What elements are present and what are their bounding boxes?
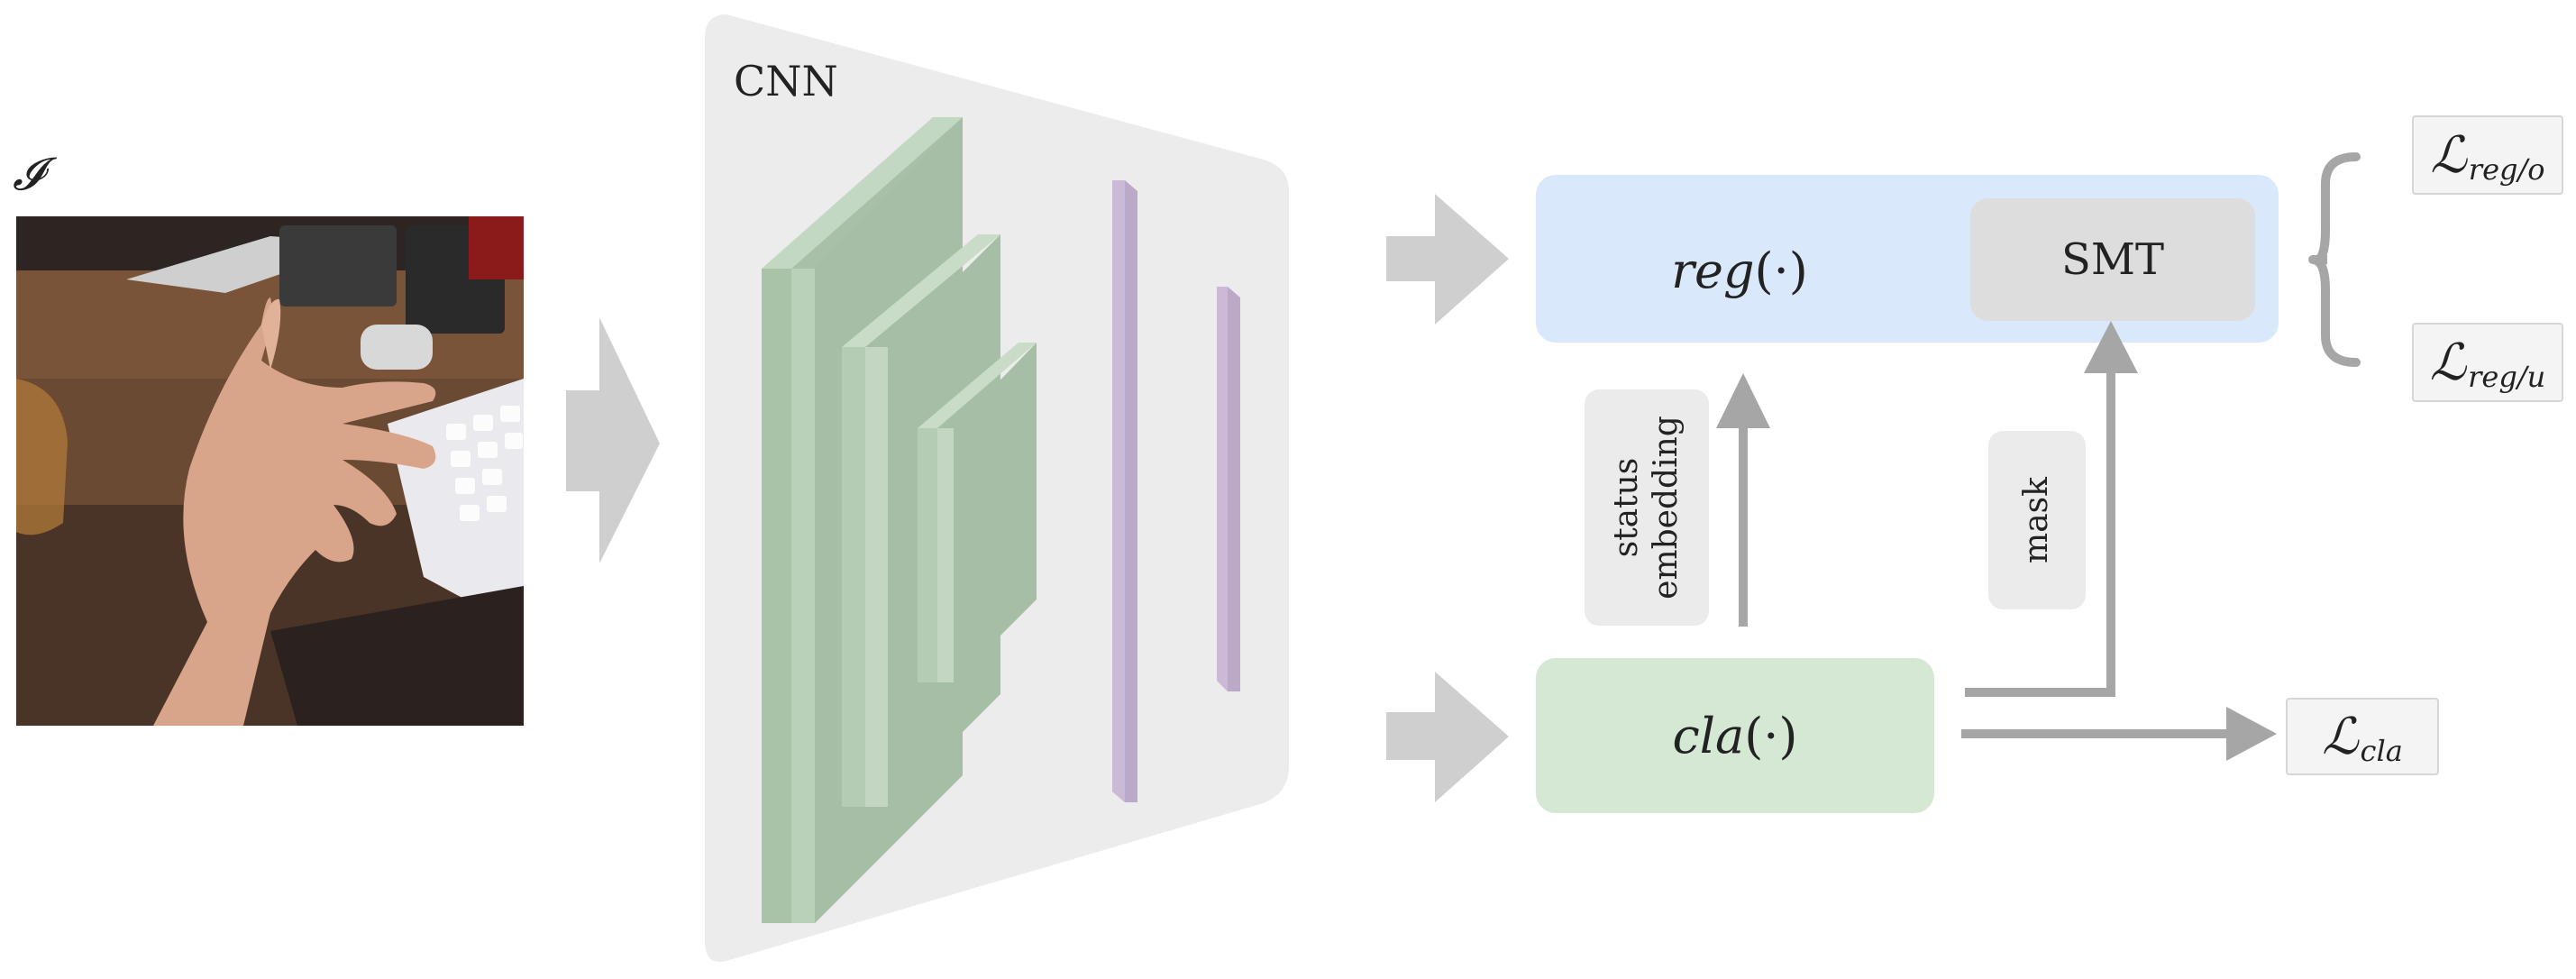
status-embedding-label: status embedding [1585, 389, 1709, 626]
input-image [16, 216, 524, 726]
cnn-label: CNN [734, 54, 851, 108]
reg-func-name: reg [1671, 242, 1755, 299]
reg-function-label: reg (·) [1604, 225, 1875, 316]
status-line: status [1608, 457, 1645, 558]
loss-reg-o: ℒ reg/o [2412, 115, 2563, 195]
arrow-cnn-to-cla [1386, 672, 1509, 802]
arrow-cnn-to-reg [1386, 194, 1509, 325]
cla-func-arg: (·) [1744, 707, 1798, 764]
loss-reg-u: ℒ reg/u [2412, 323, 2563, 402]
loss-reg-o-sub: reg/o [2468, 152, 2545, 187]
input-symbol: 𝓘 [13, 142, 67, 206]
arrow-cla-loss [1961, 707, 2277, 761]
loss-cla-symbol: ℒ [2322, 707, 2359, 766]
cla-func-name: cla [1672, 707, 1745, 764]
mask-label: mask [1988, 431, 2086, 609]
loss-cla-sub: cla [2360, 734, 2403, 768]
cla-module [1536, 658, 1934, 813]
loss-cla: ℒ cla [2286, 698, 2439, 775]
cnn-label-text: CNN [734, 57, 838, 105]
smt-label: SMT [1970, 198, 2255, 321]
arrow-status-embedding [1716, 373, 1770, 627]
input-symbol-text: 𝓘 [13, 147, 43, 200]
loss-reg-o-symbol: ℒ [2430, 125, 2467, 185]
feature-vector-2 [1217, 287, 1240, 691]
loss-reg-u-sub: reg/u [2468, 360, 2546, 394]
status-embedding-text: status embedding [1607, 416, 1686, 599]
smt-label-text: SMT [2060, 234, 2165, 285]
smt-box [1970, 198, 2255, 321]
reg-func-arg: (·) [1754, 242, 1808, 299]
mask-text: mask [2017, 477, 2055, 563]
embedding-line: embedding [1648, 416, 1685, 599]
arrow-mask [1965, 321, 2138, 697]
arrow-image-to-cnn [566, 317, 660, 563]
cla-function-label: cla (·) [1536, 658, 1934, 813]
feature-vector-1 [1112, 180, 1137, 802]
feature-block-3 [918, 343, 1037, 682]
loss-reg-u-symbol: ℒ [2429, 333, 2467, 392]
